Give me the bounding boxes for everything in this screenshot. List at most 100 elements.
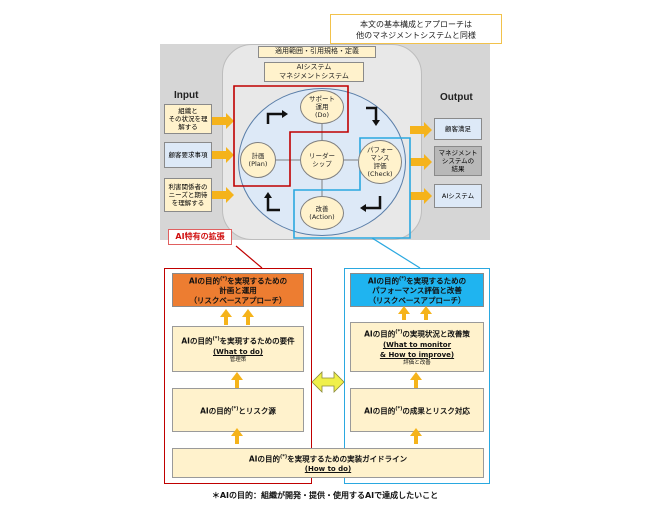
input-item-2-line1: 利害関係者の (168, 183, 208, 191)
output-arrow-3 (410, 188, 432, 204)
input-arrow-3 (212, 187, 234, 203)
right-header-sup: (*) (398, 275, 407, 282)
aims-header-line1: AIシステム (296, 63, 332, 71)
do-line1: サポート (309, 95, 335, 103)
left-box2-main-a: AIの目的 (200, 406, 232, 416)
check-line1: パフォー (367, 146, 393, 154)
right-box2-main-a: AIの目的 (364, 406, 396, 416)
right-up-arrow-3 (398, 306, 432, 320)
output-item-ai-system: AIシステム (434, 184, 482, 208)
left-box2-sup: (*) (231, 405, 239, 412)
right-box2-sup: (*) (395, 405, 403, 412)
input-item-0-line1: 組織と (178, 107, 198, 115)
right-box1-main-a: AIの目的 (364, 329, 396, 339)
footnote: ＊AIの目的：組織が開発・提供・使用するAIで達成したいこと (211, 491, 439, 500)
left-up-arrow-3 (220, 309, 254, 325)
check-line2: マンス (370, 154, 390, 162)
right-box1-sub-jp: 評価と改善 (403, 359, 431, 366)
left-header-sup: (*) (219, 275, 228, 282)
output-arrow-1 (410, 122, 432, 138)
pdca-check-circle: パフォーマンス評価(Check) (358, 140, 402, 184)
bottom-box-main-a: AIの目的 (248, 454, 280, 464)
output-item-customer-satisfaction: 顧客満足 (434, 118, 482, 140)
left-up-arrow-2 (231, 372, 243, 388)
ai-extension-red-frame (233, 85, 349, 187)
left-requirements-box: AIの目的(*)を実現するための要件 (What to do) 管理策 (172, 326, 304, 372)
input-label: Input (174, 90, 199, 101)
input-arrow-2 (212, 147, 234, 163)
left-column-frame (164, 268, 312, 484)
output-item-ms-results: マネジメントシステムの結果 (434, 146, 482, 176)
right-box1-main-b: の実現状況と改善策 (402, 329, 470, 339)
right-header-line3: （リスクベースアプローチ） (368, 296, 466, 306)
right-header-line1b: を実現するための (406, 276, 467, 286)
input-item-2-line2: ニーズと期待 (168, 191, 208, 199)
input-item-0-line2: その状況を理 (168, 115, 208, 123)
right-header-line1a: AIの目的 (367, 276, 399, 286)
bottom-box-sub-en: (How to do) (304, 465, 352, 474)
do-line2: 運用 (315, 103, 329, 111)
cycle-arrowhead-bottom-right (360, 204, 366, 212)
top-note-line2: 他のマネジメントシステムと同様 (356, 31, 476, 40)
top-note-line1: 本文の基本構成とアプローチは (360, 20, 472, 29)
left-up-arrow-1 (231, 428, 243, 444)
left-risk-source-box: AIの目的(*)とリスク源 (172, 388, 304, 432)
right-header-line2: パフォーマンス評価と改善 (372, 286, 462, 296)
left-box1-sub-en: (What to do) (212, 347, 264, 356)
cycle-arrow-top-left (266, 112, 282, 124)
left-box1-sub-jp: 管理策 (229, 356, 247, 363)
right-outcome-box: AIの目的(*)の成果とリスク対応 (350, 388, 484, 432)
plan-line1: 計画 (251, 152, 265, 160)
left-box1-main-a: AIの目的 (181, 336, 213, 346)
left-header-line3: （リスクベースアプローチ） (189, 296, 287, 306)
aims-header: AIシステム マネジメントシステム (264, 62, 364, 82)
do-line3: (Do) (314, 111, 330, 119)
scope-header: 適用範囲・引用規格・定義 (258, 46, 376, 58)
left-header-line1a: AIの目的 (188, 276, 220, 286)
cycle-arrow-bottom-left (266, 198, 280, 212)
input-item-0-line3: 解する (178, 123, 198, 131)
plan-line2: (Plan) (248, 160, 268, 168)
left-header-line1b: を実現するための (227, 276, 288, 286)
input-item-organization: 組織とその状況を理解する (164, 104, 212, 134)
implementation-guideline-box: AIの目的(*)を実現するための実装ガイドライン (How to do) (172, 448, 484, 478)
leadership-line1: リーダー (309, 152, 335, 160)
top-note: 本文の基本構成とアプローチは 他のマネジメントシステムと同様 (330, 14, 502, 44)
cycle-arrowhead-bottom-left (264, 192, 272, 198)
output-label: Output (440, 92, 473, 103)
output-item-1-line2: システムの (441, 157, 475, 165)
right-box2-main-b: の成果とリスク対応 (402, 406, 470, 416)
right-column-header: AIの目的(*)を実現するための パフォーマンス評価と改善 （リスクベースアプロ… (350, 273, 484, 307)
left-column-header: AIの目的(*)を実現するための 計画と運用 （リスクベースアプローチ） (172, 273, 304, 307)
cycle-arrowhead-top-left (282, 110, 288, 118)
act-line1: 改善 (315, 205, 329, 213)
bidirectional-arrow (311, 371, 345, 393)
pdca-do-circle: サポート運用(Do) (300, 90, 344, 124)
left-box1-sup: (*) (212, 336, 220, 343)
bottom-box-sup: (*) (279, 453, 288, 460)
right-up-arrow-1 (410, 428, 422, 444)
bottom-box-main-b: を実現するための実装ガイドライン (287, 454, 408, 464)
output-item-1-line3: 結果 (451, 165, 465, 173)
output-item-2-line1: AIシステム (441, 192, 475, 200)
ai-extension-blue-frame (293, 137, 411, 239)
cycle-arrow-bottom-right (366, 196, 382, 210)
left-header-line2: 計画と運用 (219, 286, 257, 296)
cycle-arrowhead-top-right (372, 120, 380, 126)
check-line4: (Check) (367, 170, 393, 178)
red-connector-line (235, 245, 263, 269)
pdca-leadership-circle: リーダーシップ (300, 140, 344, 180)
left-box1-main-b: を実現するための要件 (219, 336, 295, 346)
right-improvement-box: AIの目的(*)の実現状況と改善策 (What to monitor & How… (350, 322, 484, 372)
output-arrow-2 (410, 154, 432, 170)
act-line2: (Action) (309, 213, 335, 221)
cycle-arrow-top-right (366, 106, 378, 120)
input-item-customer-requirements: 顧客要求事項 (164, 142, 212, 168)
right-box1-sub-en1: (What to monitor (382, 340, 452, 349)
input-item-stakeholders: 利害関係者のニーズと期待を理解する (164, 178, 212, 212)
ai-extension-tag: AI特有の拡張 (168, 229, 232, 245)
input-arrow-1 (212, 113, 234, 129)
check-line3: 評価 (373, 162, 387, 170)
